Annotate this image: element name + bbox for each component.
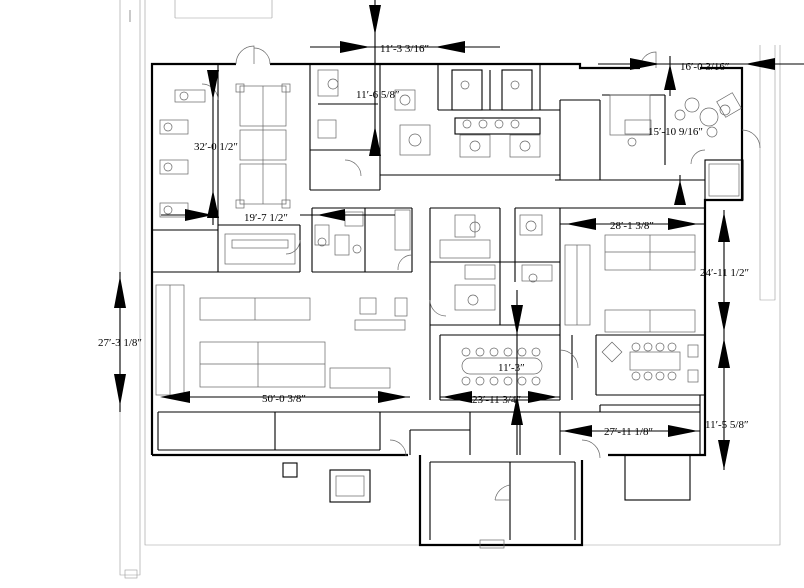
site-boundary [119, 0, 781, 579]
conference-tables [461, 341, 699, 386]
dimension-label: 16′-0 3/16″ [680, 61, 729, 73]
dimension-label: 23′-11 3/4″ [472, 394, 521, 406]
workstation-clusters [155, 83, 696, 396]
dimension-arrows [114, 5, 775, 470]
restroom-fixtures [314, 69, 543, 331]
dimension-label: 11′-3″ [498, 362, 525, 374]
dimension-label: 15′-10 9/16″ [648, 126, 703, 138]
dimension-label: 27′-3 1/8″ [98, 337, 142, 349]
dimension-label: 11′-3 3/16″ [380, 43, 429, 55]
door-swings [201, 45, 761, 459]
dimension-labels: 11′-3 3/16″ 16′-0 3/16″ 11′-6 5/8″ 32′-0… [98, 43, 749, 438]
dimension-label: 19′-7 1/2″ [244, 212, 288, 224]
interior-walls [152, 64, 705, 455]
dimension-label: 11′-5 5/8″ [705, 419, 749, 431]
entry-vestibule [282, 454, 691, 549]
office-furniture [159, 89, 742, 311]
dimension-label: 32′-0 1/2″ [194, 141, 238, 153]
dimension-label: 24′-11 1/2″ [700, 267, 749, 279]
dimension-label: 28′-1 3/8″ [610, 220, 654, 232]
dimension-label: 50′-0 3/8″ [262, 393, 306, 405]
dimension-label: 27′-11 1/8″ [604, 426, 653, 438]
dimension-label: 11′-6 5/8″ [356, 89, 400, 101]
